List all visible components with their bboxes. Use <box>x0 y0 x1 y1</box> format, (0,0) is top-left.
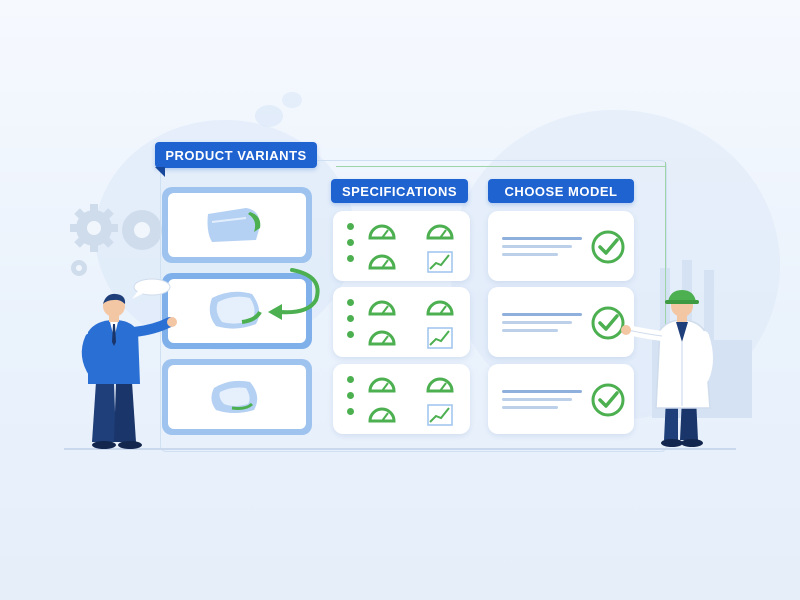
spec-card-1 <box>333 211 470 281</box>
spec-card-2 <box>333 287 470 357</box>
choose-model-label: CHOOSE MODEL <box>488 179 634 203</box>
gauge-icon <box>368 300 396 316</box>
label-tab-corner <box>155 167 165 177</box>
check-circle-icon[interactable] <box>590 229 626 265</box>
engineer-figure <box>621 290 713 447</box>
board-frame <box>160 160 667 452</box>
gauge-icon <box>368 407 396 423</box>
gauge-icon <box>368 330 396 346</box>
model-card-3[interactable] <box>488 364 634 434</box>
product-shape-icon <box>209 291 262 329</box>
businessman-figure <box>81 293 177 449</box>
speech-bubble <box>132 278 171 299</box>
gauge-icon <box>368 254 396 270</box>
gauge-icon <box>368 224 396 240</box>
check-circle-icon[interactable] <box>590 382 626 418</box>
check-circle-icon[interactable] <box>590 305 626 341</box>
gauge-icon <box>368 377 396 393</box>
variant-card-1[interactable] <box>162 187 312 263</box>
gear-icon <box>70 204 162 276</box>
gauge-icon <box>426 377 454 393</box>
background-bubble <box>282 92 302 108</box>
floor-line <box>64 448 736 450</box>
model-card-2[interactable] <box>488 287 634 357</box>
curved-arrow-icon <box>268 268 320 320</box>
background-bubble <box>255 105 283 127</box>
product-shape-icon <box>207 208 261 242</box>
board-accent-line <box>336 166 666 167</box>
board-accent-line <box>665 162 666 382</box>
product-shape-icon <box>211 380 258 413</box>
variant-card-3[interactable] <box>162 359 312 435</box>
chart-icon <box>427 327 453 349</box>
gauge-icon <box>426 224 454 240</box>
model-card-1[interactable] <box>488 211 634 281</box>
product-variants-label: PRODUCT VARIANTS <box>155 142 317 168</box>
chart-icon <box>427 251 453 273</box>
gauge-icon <box>426 300 454 316</box>
specifications-label: SPECIFICATIONS <box>331 179 468 203</box>
chart-icon <box>427 404 453 426</box>
spec-card-3 <box>333 364 470 434</box>
